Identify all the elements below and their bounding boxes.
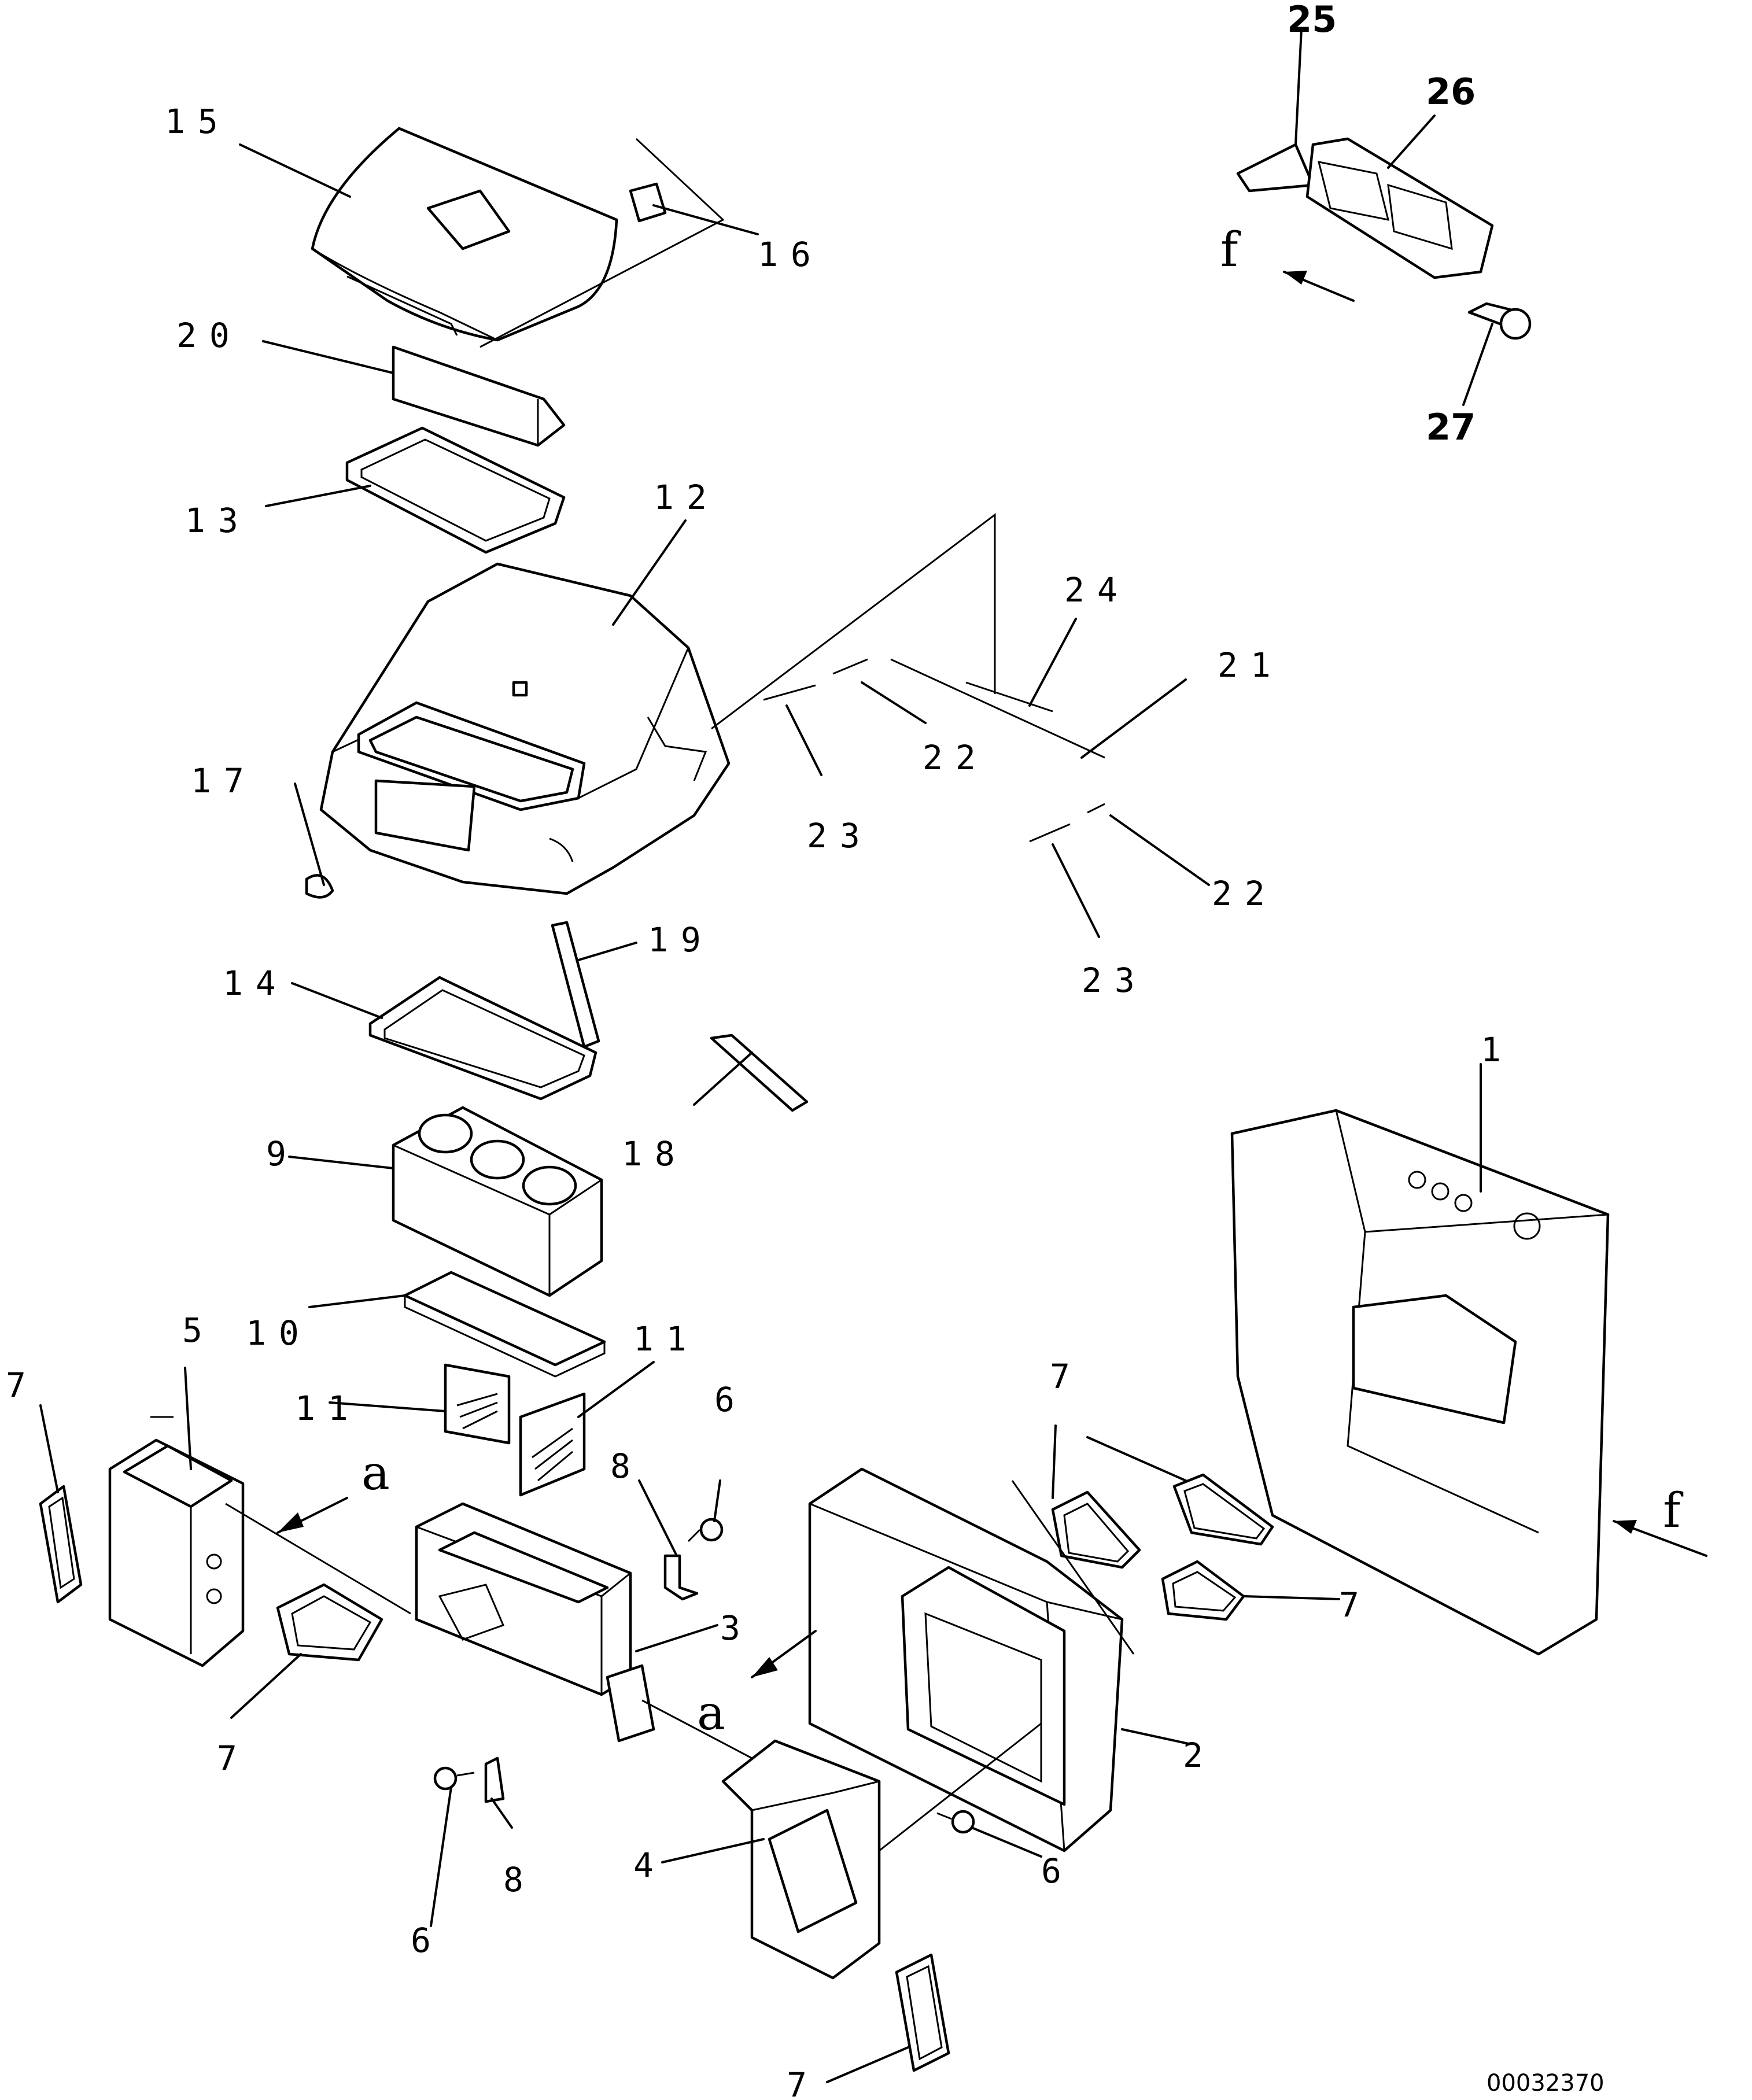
callout-20: 20 bbox=[176, 316, 242, 355]
part-7-seal-bottom bbox=[895, 1953, 950, 2072]
part-15-cover bbox=[311, 127, 618, 342]
part-6-pin-lower-right bbox=[936, 1810, 975, 1834]
part-8-bracket-upper bbox=[663, 1554, 699, 1601]
view-label-a-lower: a bbox=[697, 1686, 725, 1741]
part-7-seal-left bbox=[276, 1583, 383, 1662]
callout-22-upper: 22 bbox=[923, 738, 989, 777]
part-2-main-duct bbox=[808, 1467, 1124, 1852]
callout-8-lower: 8 bbox=[503, 1860, 536, 1899]
view-label-f-right: f bbox=[1663, 1483, 1684, 1538]
callout-1: 1 bbox=[1481, 1030, 1514, 1069]
callout-4: 4 bbox=[633, 1846, 666, 1885]
callout-24: 24 bbox=[1064, 570, 1130, 610]
callout-7-bottom: 7 bbox=[787, 2065, 820, 2100]
part-13-seal bbox=[345, 426, 566, 554]
part-25-bracket bbox=[1236, 143, 1315, 193]
part-21-24-strips bbox=[763, 658, 1105, 843]
callout-12: 12 bbox=[654, 478, 720, 517]
callout-23-upper: 23 bbox=[807, 816, 873, 855]
callout-21: 21 bbox=[1218, 645, 1283, 685]
callout-10: 10 bbox=[246, 1313, 312, 1353]
part-1-frame bbox=[1230, 1109, 1610, 1656]
callout-16: 16 bbox=[758, 235, 824, 274]
callout-14: 14 bbox=[223, 964, 289, 1003]
part-9-duct bbox=[392, 1106, 603, 1297]
callout-3: 3 bbox=[720, 1608, 753, 1648]
callout-15: 15 bbox=[165, 102, 231, 141]
part-20-pad bbox=[392, 345, 566, 447]
part-16-bracket bbox=[629, 182, 667, 223]
callout-5: 5 bbox=[182, 1311, 215, 1350]
callout-7-left: 7 bbox=[217, 1739, 250, 1778]
part-14-seal bbox=[368, 976, 597, 1101]
part-6-pin-upper bbox=[687, 1518, 724, 1542]
callout-13: 13 bbox=[185, 501, 251, 540]
view-arrows bbox=[276, 271, 1707, 1678]
callout-25: 25 bbox=[1287, 0, 1337, 40]
part-11-grille-left bbox=[444, 1363, 511, 1445]
part-17-clip bbox=[305, 874, 334, 899]
part-7-seal-far-left bbox=[39, 1485, 83, 1604]
callout-6-upper: 6 bbox=[714, 1380, 747, 1419]
part-26-controller bbox=[1305, 137, 1494, 279]
callout-22-lower: 22 bbox=[1212, 874, 1278, 913]
part-12-console bbox=[319, 562, 731, 895]
callout-2: 2 bbox=[1183, 1736, 1216, 1775]
part-5-side-duct bbox=[108, 1438, 245, 1667]
callout-17: 17 bbox=[191, 761, 257, 800]
view-label-f-upper: f bbox=[1220, 223, 1241, 278]
callout-11-left: 11 bbox=[295, 1389, 361, 1428]
view-label-a-upper: a bbox=[362, 1446, 390, 1501]
callout-23-lower: 23 bbox=[1082, 961, 1148, 1000]
drawing-number: 00032370 bbox=[1487, 2070, 1605, 2097]
callout-26: 26 bbox=[1426, 71, 1476, 113]
part-19-strap bbox=[551, 921, 600, 1049]
callout-27: 27 bbox=[1426, 406, 1476, 448]
view-letters: a a f f bbox=[362, 223, 1684, 1741]
part-7-seal-mid-c bbox=[1161, 1560, 1245, 1621]
callout-6-lower-right: 6 bbox=[1041, 1851, 1074, 1891]
leader-lines bbox=[39, 28, 1493, 2083]
callout-7-mid-right: 7 bbox=[1339, 1585, 1372, 1625]
callout-6-lower-left: 6 bbox=[411, 1921, 444, 1960]
part-10-filter bbox=[403, 1271, 606, 1378]
callout-11-right: 11 bbox=[633, 1319, 699, 1359]
callout-labels: 1 2 3 4 5 6 6 6 7 7 7 7 7 8 8 9 10 11 11… bbox=[6, 0, 1514, 2100]
callout-7-mid-top: 7 bbox=[1050, 1357, 1083, 1396]
callout-19: 19 bbox=[648, 920, 714, 959]
part-4-side-duct bbox=[721, 1739, 881, 1980]
callout-7-far-left: 7 bbox=[6, 1365, 39, 1405]
part-27-bolt bbox=[1467, 302, 1532, 340]
callout-8-upper: 8 bbox=[610, 1446, 643, 1486]
part-8-bracket-lower bbox=[484, 1756, 505, 1803]
part-6-pin-lower-left bbox=[433, 1766, 475, 1791]
part-3-box bbox=[415, 1502, 655, 1743]
callout-9: 9 bbox=[266, 1134, 299, 1173]
callout-18: 18 bbox=[622, 1134, 688, 1173]
part-18-strap bbox=[710, 1034, 809, 1112]
part-7-seal-mid-b bbox=[1172, 1473, 1274, 1546]
part-11-grille-right bbox=[519, 1392, 586, 1497]
